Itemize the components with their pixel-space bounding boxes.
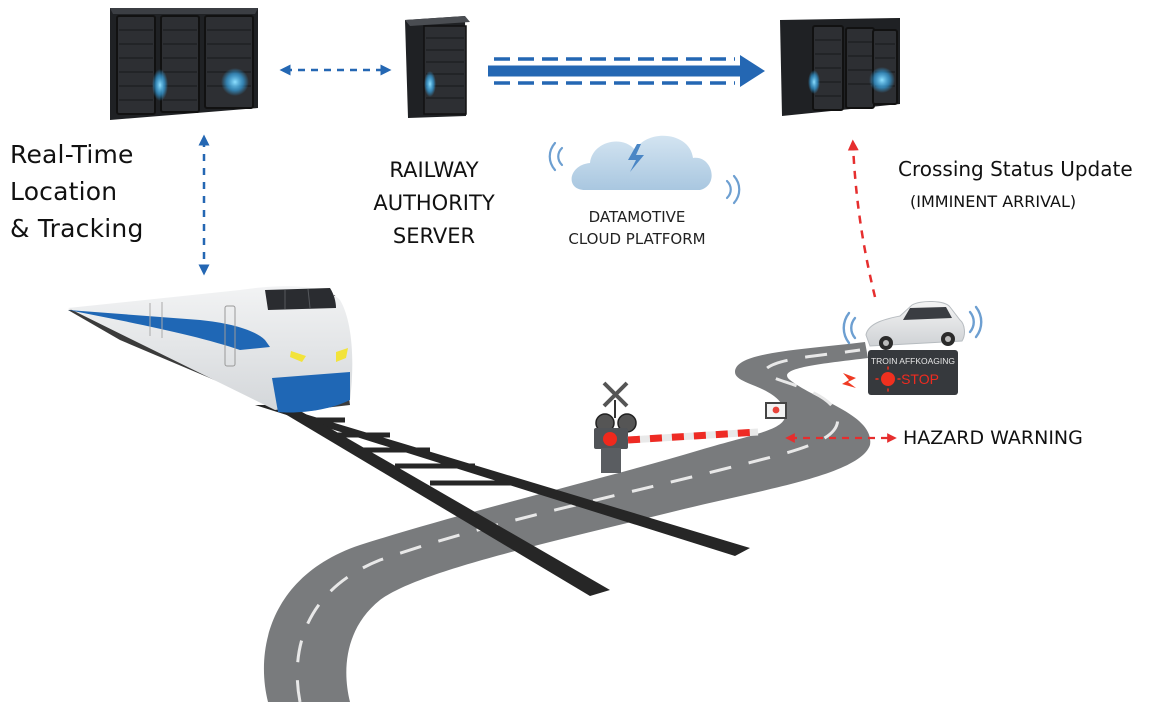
roadside-sensor-icon [765, 402, 787, 419]
tracking-server-icon[interactable] [110, 8, 258, 120]
connected-car-icon[interactable] [842, 301, 983, 350]
tracking-label-line-2: Location [10, 177, 118, 206]
tracking-label-line-1: Real-Time [10, 140, 134, 169]
wireless-signal-icon [842, 305, 983, 345]
railway-label-line-1: RAILWAY [389, 158, 479, 182]
railway-server-icon[interactable] [405, 16, 470, 118]
railway-label-line-3: SERVER [392, 224, 476, 248]
cloud-label-line-1: DATAMOTIVE [588, 208, 686, 226]
rail-track [255, 405, 750, 596]
tracking-label: Real-Time Location & Tracking [10, 136, 144, 247]
cloud-label-line-2: CLOUD PLATFORM [568, 230, 706, 248]
hazard-warning-label: HAZARD WARNING [903, 427, 1083, 449]
link-car-crossing-server [847, 139, 877, 298]
in-car-warning-display: TROIN AFFKOAGING STOP [868, 350, 958, 395]
cloud-label: DATAMOTIVE CLOUD PLATFORM [552, 206, 722, 250]
road [263, 342, 871, 702]
link-railway-crossing [488, 55, 765, 87]
bullet-train-icon[interactable] [68, 286, 353, 413]
railway-server-label: RAILWAY AUTHORITY SERVER [356, 154, 512, 253]
display-stop: STOP [901, 371, 939, 387]
cloud-lightning-icon[interactable] [548, 135, 741, 205]
tracking-label-line-3: & Tracking [10, 214, 144, 243]
crossing-status-label: Crossing Status Update [898, 157, 1133, 181]
imminent-arrival-label: (IMMINENT ARRIVAL) [910, 192, 1077, 211]
railway-label-line-2: AUTHORITY [373, 191, 495, 215]
railroad-crossing-signal-icon[interactable] [594, 381, 637, 473]
crossing-server-icon[interactable] [780, 18, 900, 116]
display-message: TROIN AFFKOAGING [871, 356, 955, 366]
crossing-barrier[interactable] [627, 428, 759, 444]
lightning-alert-icon [842, 373, 856, 388]
rail-sleepers [300, 417, 520, 486]
